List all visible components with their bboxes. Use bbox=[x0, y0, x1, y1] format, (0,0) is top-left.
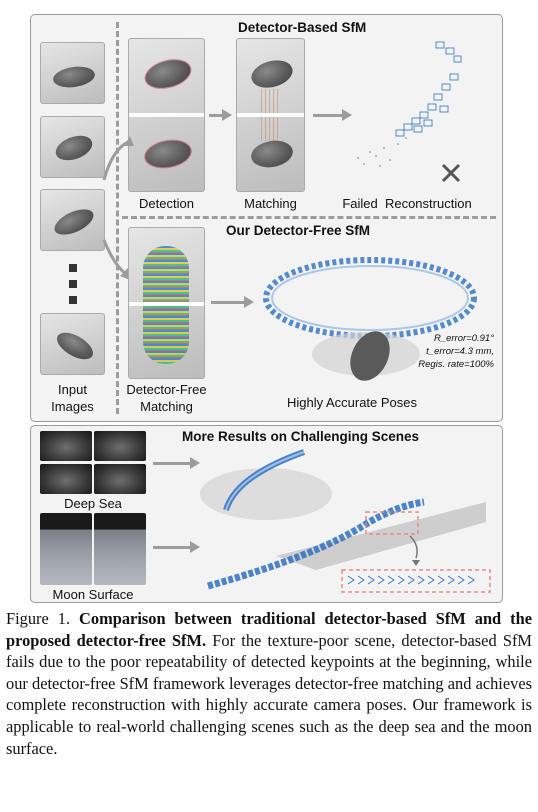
failure-cross-icon bbox=[441, 163, 461, 183]
caption-prefix: Figure 1. bbox=[6, 609, 71, 628]
r-error-value: R_error=0.91° bbox=[433, 333, 494, 344]
arrow-detector-free-to-poses bbox=[211, 296, 254, 308]
arrow-moon-surface bbox=[153, 541, 200, 553]
input-image-2 bbox=[40, 116, 105, 178]
input-image-4 bbox=[40, 313, 105, 375]
vertical-dashed-divider bbox=[116, 22, 119, 414]
figure-caption: Figure 1. Comparison between traditional… bbox=[6, 608, 532, 759]
detector-free-title: Our Detector-Free SfM bbox=[226, 223, 371, 238]
pose-accuracy-stats: R_error=0.91° t_error=4.3 mm, Regis. rat… bbox=[378, 332, 494, 371]
ellipsis-dot-3 bbox=[69, 296, 77, 304]
arrow-deep-sea bbox=[153, 457, 200, 469]
moon-surface-image-1 bbox=[40, 513, 92, 585]
challenging-scenes-title: More Results on Challenging Scenes bbox=[182, 429, 420, 444]
challenging-scenes-reconstruction bbox=[200, 449, 491, 593]
deep-sea-label: Deep Sea bbox=[64, 496, 122, 511]
deep-sea-image-3 bbox=[40, 464, 92, 494]
deep-sea-image-2 bbox=[94, 431, 146, 461]
moon-surface-image-2 bbox=[94, 513, 146, 585]
accurate-poses-reconstruction bbox=[263, 257, 477, 381]
ellipsis-dot-2 bbox=[69, 280, 77, 288]
deep-sea-image-1 bbox=[40, 431, 92, 461]
ellipsis-dot-1 bbox=[69, 264, 77, 272]
failed-reconstruction-cameras bbox=[357, 41, 462, 167]
detector-based-title: Detector-Based SfM bbox=[238, 20, 367, 35]
failed-reconstruction-label: Failed Reconstruction bbox=[342, 196, 472, 211]
regis-rate-value: Regis. rate=100% bbox=[418, 359, 494, 370]
matching-image bbox=[236, 38, 305, 192]
detector-free-matching-label: Detector-Free Matching bbox=[126, 382, 207, 414]
input-images-label: Input Images bbox=[51, 382, 94, 414]
accurate-poses-label: Highly Accurate Poses bbox=[286, 395, 418, 410]
detector-free-matching-image bbox=[128, 227, 205, 379]
caption-body: For the texture-poor scene, detector-bas… bbox=[6, 630, 532, 758]
detection-image bbox=[128, 38, 205, 192]
moon-surface-label: Moon Surface bbox=[52, 587, 134, 602]
deep-sea-image-4 bbox=[94, 464, 146, 494]
horizontal-dashed-divider bbox=[122, 216, 496, 219]
input-image-3 bbox=[40, 189, 105, 251]
t-error-value: t_error=4.3 mm, bbox=[426, 346, 494, 357]
arrow-matching-to-reconstruction bbox=[313, 109, 352, 121]
matching-label: Matching bbox=[244, 196, 297, 211]
caption-bold-title: Comparison between traditional detector-… bbox=[6, 609, 532, 650]
detection-label: Detection bbox=[139, 196, 194, 211]
input-image-1 bbox=[40, 42, 105, 104]
arrow-detection-to-matching bbox=[209, 109, 232, 121]
branch-arrows bbox=[102, 136, 134, 280]
